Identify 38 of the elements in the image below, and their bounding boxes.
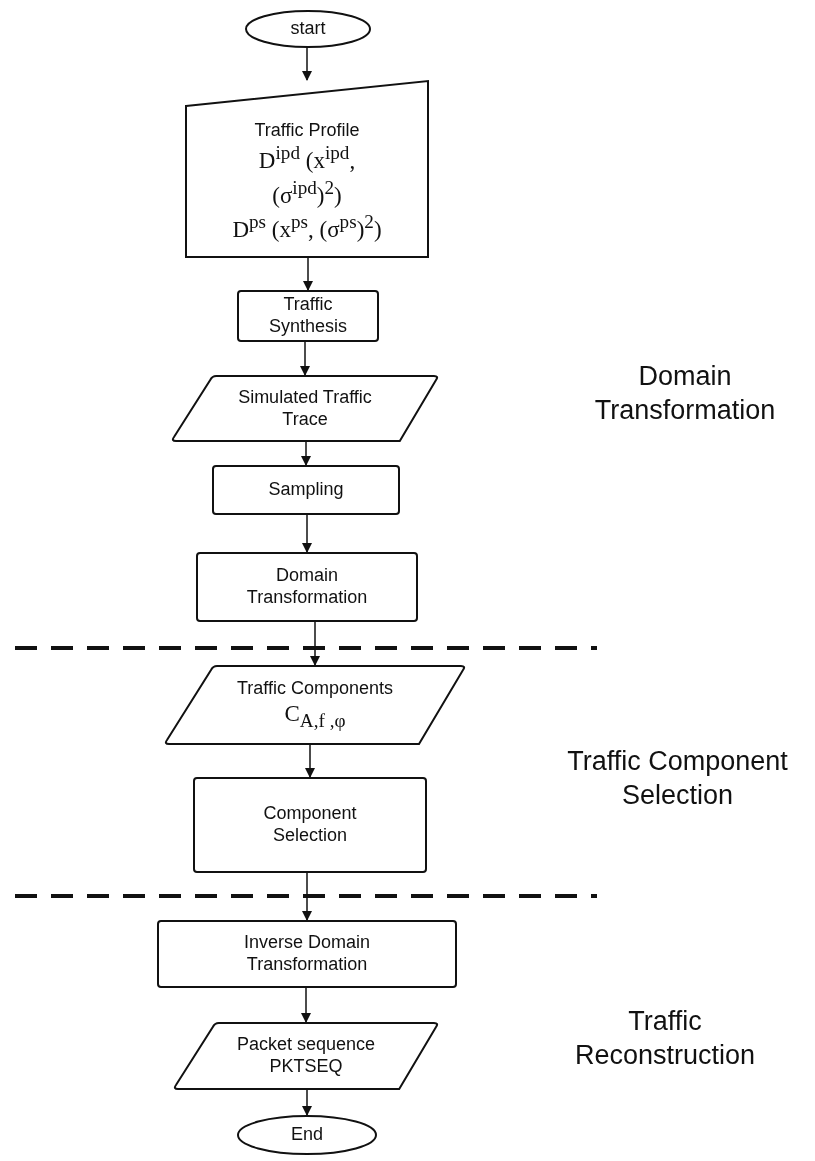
node-label: End (291, 1124, 323, 1146)
process-box (212, 465, 400, 515)
arrow (302, 1089, 312, 1116)
process-box (196, 552, 418, 622)
arrow (303, 257, 313, 291)
node-label: Traffic Synthesis (267, 294, 348, 338)
terminal-oval (245, 10, 371, 48)
section-heading: Traffic Component Selection (566, 745, 789, 812)
data-parallelogram (172, 1022, 440, 1090)
arrow (310, 621, 320, 666)
arrow (301, 987, 311, 1023)
section-heading: Domain Transformation (593, 360, 777, 427)
node-label: Packet sequence PKTSEQ (235, 1034, 377, 1078)
node-label: Domain Transformation (245, 565, 369, 609)
node-label: Component Selection (262, 803, 358, 847)
arrow (300, 341, 310, 376)
node-label: start (290, 18, 326, 40)
node-label: Simulated Traffic Trace (237, 386, 373, 431)
process-box (237, 290, 379, 342)
formula: D$^{ipd}$ (x$^{ipd}$, (σ$^{ipd}$)$^{2}$) (257, 141, 357, 210)
terminal-oval (237, 1115, 377, 1155)
arrow (302, 47, 312, 81)
formula: C$_{A,f ,φ}$ (284, 699, 346, 733)
process-box (193, 777, 427, 873)
manual-input-shape (185, 80, 429, 258)
formula: D$^{ps}$ (x$^{ps}$, (σ$^{ps}$)$^{2}$) (232, 210, 382, 244)
section-heading: Traffic Reconstruction (573, 1005, 757, 1072)
node-label: Traffic Profile (254, 119, 360, 142)
node-label: Traffic Components (236, 677, 394, 700)
data-parallelogram (163, 665, 467, 745)
arrow (302, 514, 312, 553)
arrow (302, 872, 312, 921)
process-box (157, 920, 457, 988)
arrow (301, 441, 311, 466)
node-label: Sampling (268, 479, 344, 501)
arrow (305, 744, 315, 778)
node-label: Inverse Domain Transformation (242, 932, 372, 976)
data-parallelogram (170, 375, 440, 442)
